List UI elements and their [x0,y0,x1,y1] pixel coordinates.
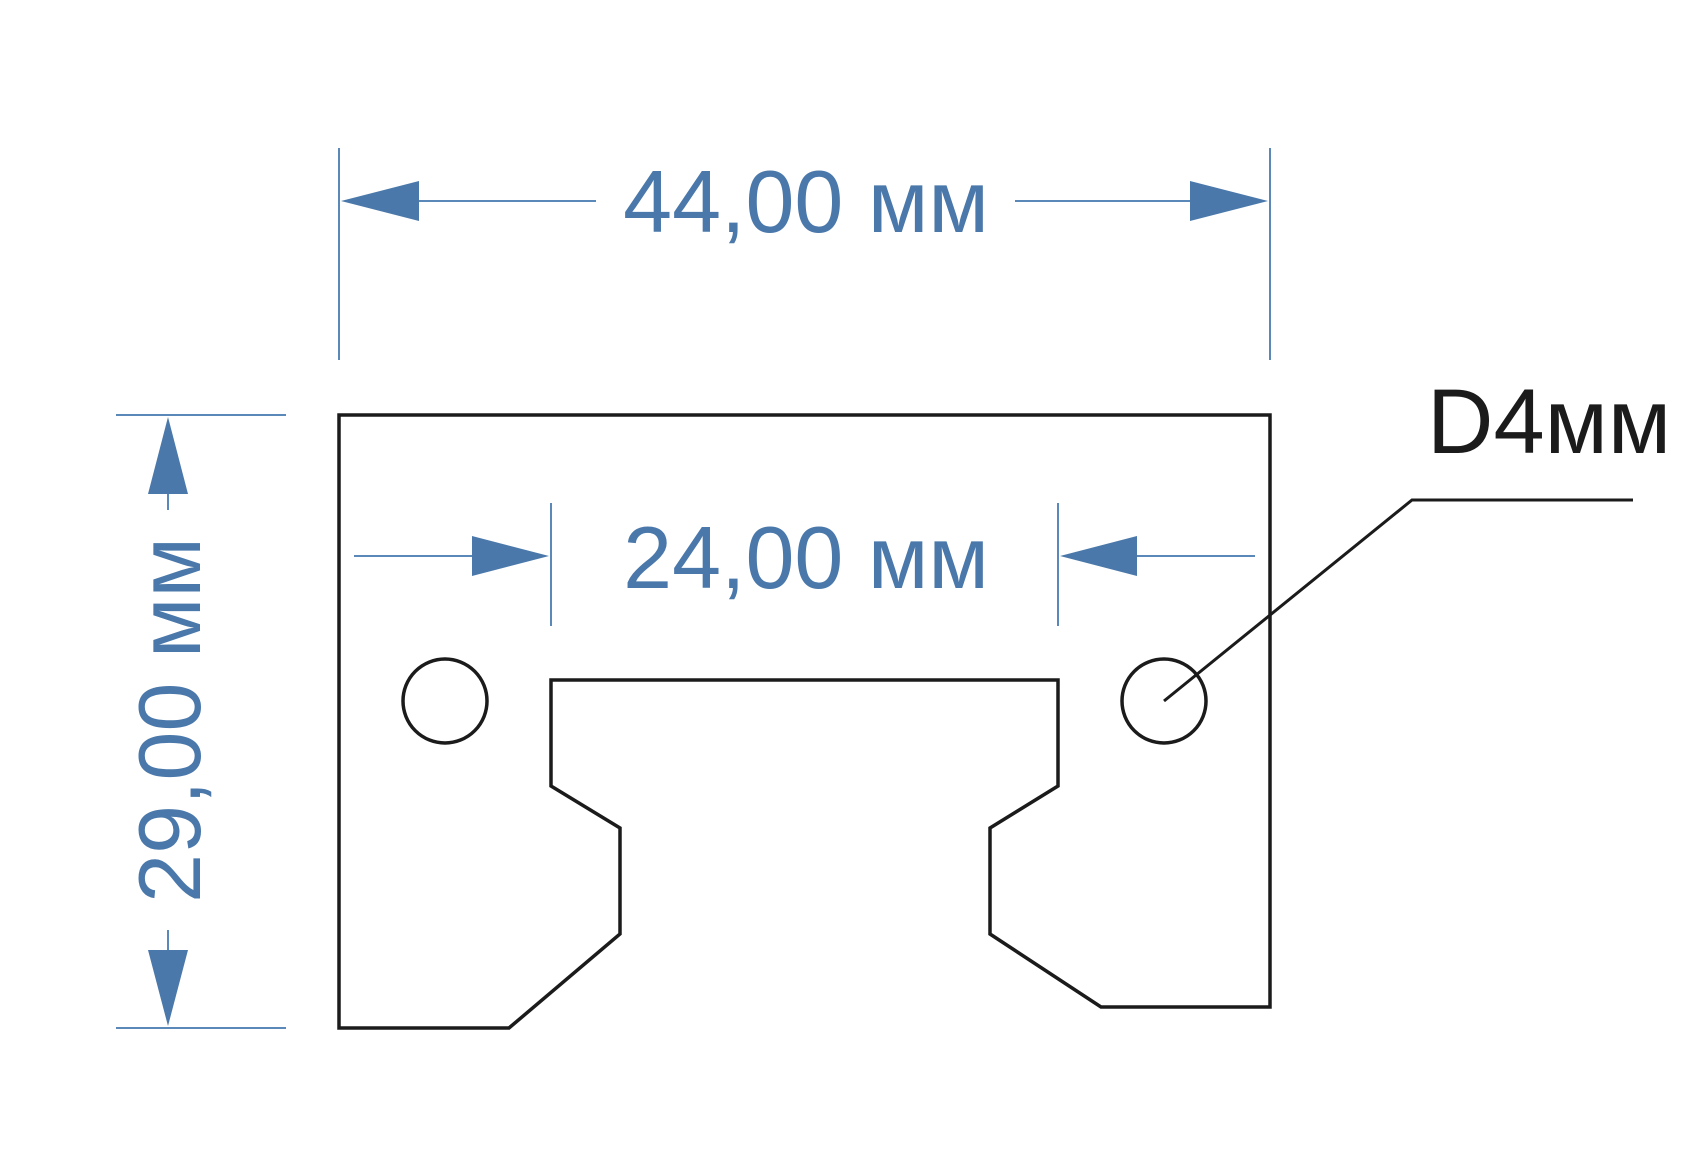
width-label: 44,00 мм [623,152,989,251]
inner-arrow-left [472,536,549,576]
width-arrow-right [1190,181,1268,221]
width-dimension: 44,00 мм [338,148,1271,360]
height-arrow-up [148,417,188,494]
height-dimension: 29,00 мм [116,414,286,1029]
inner-width-dimension: 24,00 мм [354,503,1255,626]
mounting-hole-right [1120,657,1208,745]
width-arrow-left [341,181,419,221]
mounting-hole-left [401,657,489,745]
inner-width-label: 24,00 мм [623,508,989,607]
hole-leader-line [1163,498,1633,703]
rail-profile-outline [337,413,1272,1030]
hole-callout: D4мм [1163,371,1671,703]
inner-arrow-right [1060,536,1137,576]
height-label: 29,00 мм [120,537,219,903]
hole-diameter-label: D4мм [1427,371,1671,473]
height-arrow-down [148,950,188,1026]
